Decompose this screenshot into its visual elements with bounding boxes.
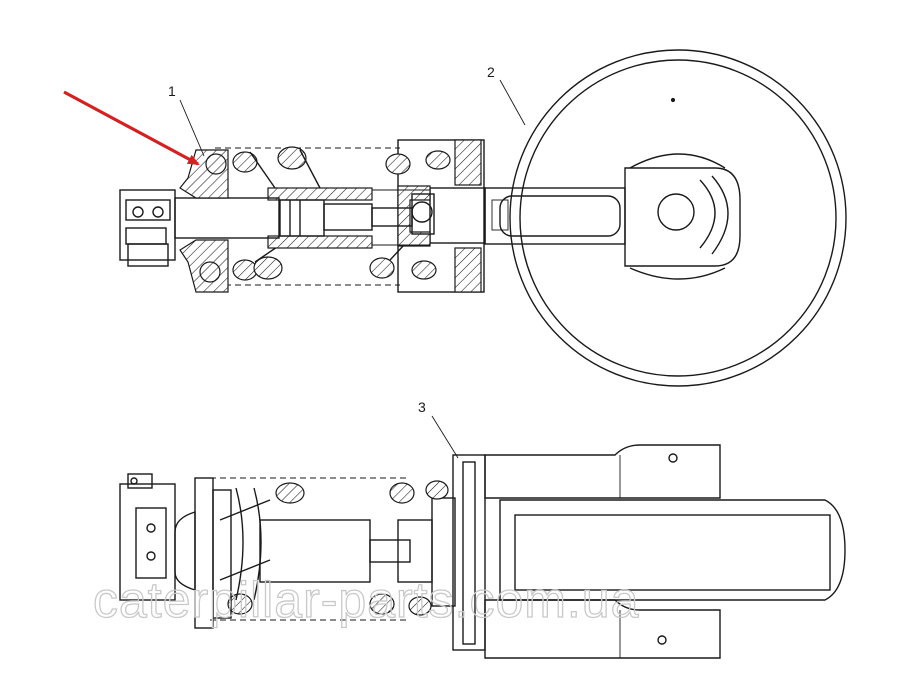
grease-fitting-block [119,189,176,267]
housing-plate-part-3 [431,454,486,651]
top-section-view [119,49,847,387]
red-pointer-arrow [63,90,200,166]
spring-exterior [210,477,449,621]
callout-2: 2 [487,64,526,126]
end-cap-part-1 [179,149,229,293]
callout-2-number: 2 [487,64,495,80]
recoil-spring [215,146,451,286]
flange-exterior [119,473,232,629]
recoil-housing [397,139,486,293]
bottom-exterior-view [119,444,846,659]
callout-3: 3 [418,399,459,459]
callout-3-number: 3 [418,399,426,415]
yoke [484,167,741,267]
watermark-text: caterpillar-parts.com.ua [93,572,639,628]
cylinder-assembly [174,187,435,249]
callout-1-number: 1 [168,83,176,99]
cylinder-exterior [259,519,433,583]
idler-side-view [484,444,846,659]
callout-1: 1 [168,83,205,157]
idler-wheel [509,49,847,387]
